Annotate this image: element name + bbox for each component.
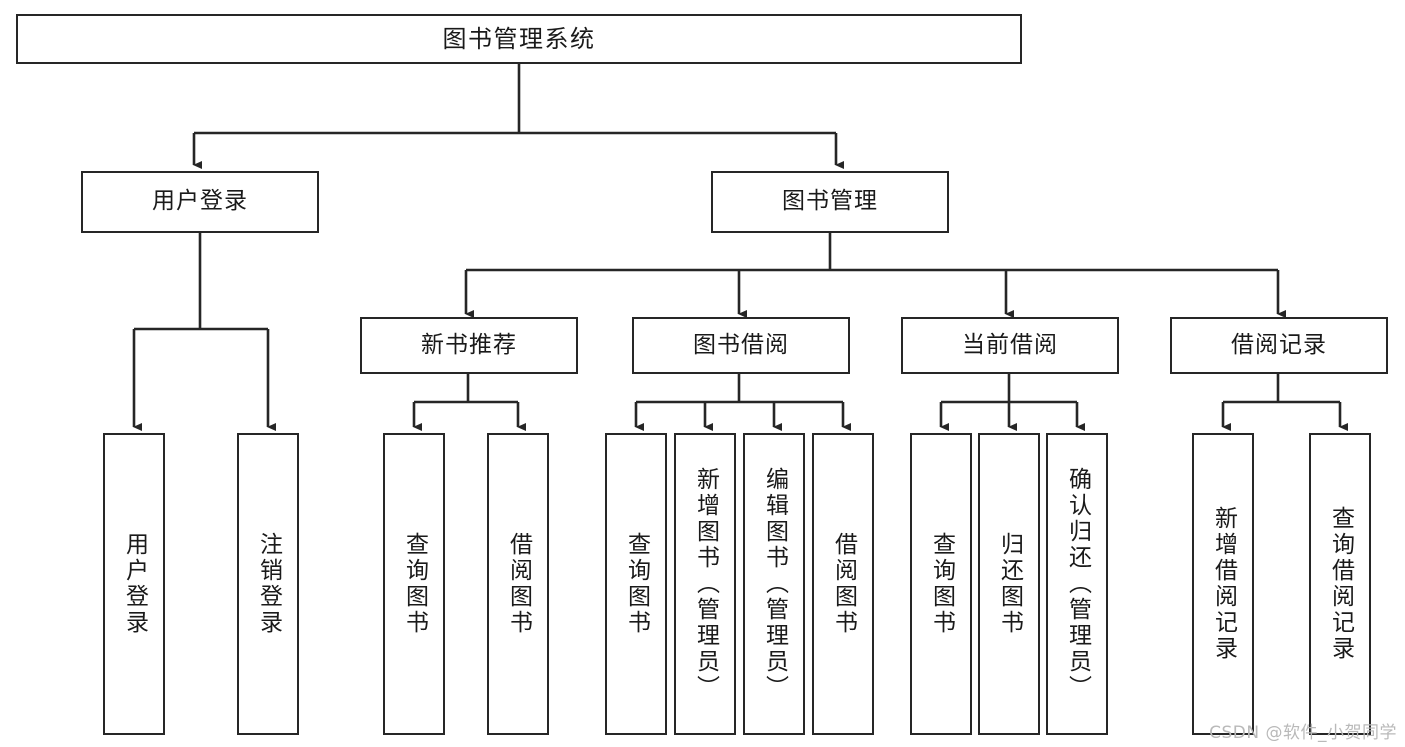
node-leaf-add-book-admin[interactable]: 新增图书（管理员） xyxy=(674,433,736,735)
node-current-borrow[interactable]: 当前借阅 xyxy=(901,317,1119,374)
node-borrow-record-label: 借阅记录 xyxy=(1231,331,1327,358)
node-root-system[interactable]: 图书管理系统 xyxy=(16,14,1022,64)
node-leaf-confirm-return-admin[interactable]: 确认归还（管理员） xyxy=(1046,433,1108,735)
node-leaf-query-borrow-record[interactable]: 查询借阅记录 xyxy=(1309,433,1371,735)
node-user-login-label: 用户登录 xyxy=(152,188,248,215)
node-leaf-borrow-book-newbook-label: 借阅图书 xyxy=(505,532,532,636)
node-leaf-return-book-label: 归还图书 xyxy=(996,532,1023,636)
node-leaf-query-book-newbook[interactable]: 查询图书 xyxy=(383,433,445,735)
node-borrow-record[interactable]: 借阅记录 xyxy=(1170,317,1388,374)
node-leaf-user-login-label: 用户登录 xyxy=(121,532,148,636)
node-leaf-query-borrow-record-label: 查询借阅记录 xyxy=(1327,506,1354,662)
node-leaf-query-book-borrow-label: 查询图书 xyxy=(623,532,650,636)
node-book-borrow-label: 图书借阅 xyxy=(693,331,789,358)
node-leaf-query-book-borrow[interactable]: 查询图书 xyxy=(605,433,667,735)
node-book-borrow[interactable]: 图书借阅 xyxy=(632,317,850,374)
node-leaf-query-book-current-label: 查询图书 xyxy=(928,532,955,636)
node-leaf-add-book-admin-label: 新增图书（管理员） xyxy=(692,467,719,701)
csdn-watermark: CSDN @软件_小贺同学 xyxy=(1209,723,1397,743)
node-leaf-logout-label: 注销登录 xyxy=(255,532,282,636)
node-leaf-user-login[interactable]: 用户登录 xyxy=(103,433,165,735)
node-leaf-query-book-newbook-label: 查询图书 xyxy=(401,532,428,636)
node-leaf-logout[interactable]: 注销登录 xyxy=(237,433,299,735)
node-leaf-query-book-current[interactable]: 查询图书 xyxy=(910,433,972,735)
node-leaf-edit-book-admin[interactable]: 编辑图书（管理员） xyxy=(743,433,805,735)
node-current-borrow-label: 当前借阅 xyxy=(962,331,1058,358)
node-leaf-edit-book-admin-label: 编辑图书（管理员） xyxy=(761,467,788,701)
node-leaf-confirm-return-admin-label: 确认归还（管理员） xyxy=(1064,467,1091,701)
node-book-management[interactable]: 图书管理 xyxy=(711,171,949,233)
node-root-system-label: 图书管理系统 xyxy=(442,24,596,53)
node-leaf-borrow-book-newbook[interactable]: 借阅图书 xyxy=(487,433,549,735)
node-leaf-add-borrow-record-label: 新增借阅记录 xyxy=(1210,506,1237,662)
node-book-management-label: 图书管理 xyxy=(782,188,878,215)
node-new-book-recommend[interactable]: 新书推荐 xyxy=(360,317,578,374)
node-user-login[interactable]: 用户登录 xyxy=(81,171,319,233)
node-leaf-add-borrow-record[interactable]: 新增借阅记录 xyxy=(1192,433,1254,735)
node-leaf-borrow-book-borrow-label: 借阅图书 xyxy=(830,532,857,636)
node-leaf-return-book[interactable]: 归还图书 xyxy=(978,433,1040,735)
node-new-book-recommend-label: 新书推荐 xyxy=(421,331,517,358)
node-leaf-borrow-book-borrow[interactable]: 借阅图书 xyxy=(812,433,874,735)
